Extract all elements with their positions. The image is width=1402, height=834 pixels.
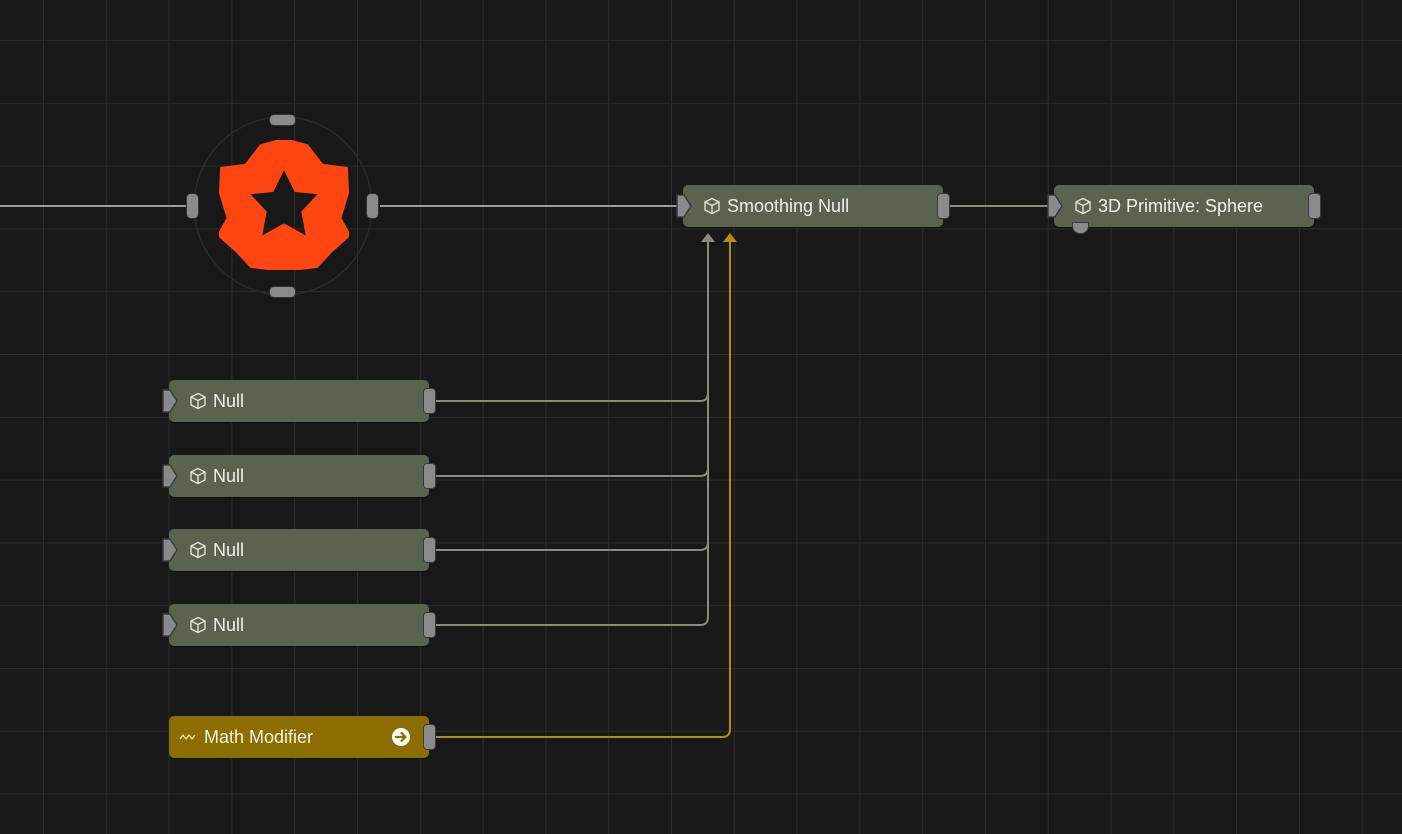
input-port[interactable] [161, 463, 179, 489]
wire-null-2 [436, 240, 709, 477]
logo-top-handle[interactable] [269, 114, 296, 126]
logo-output-port[interactable] [366, 193, 379, 219]
input-port[interactable] [1046, 193, 1064, 219]
arrow-circle-right-icon[interactable] [391, 727, 411, 747]
output-port[interactable] [1308, 193, 1321, 219]
node-title: Null [213, 466, 245, 486]
logo-input-port[interactable] [186, 193, 199, 219]
input-port[interactable] [161, 612, 179, 638]
output-port[interactable] [423, 388, 436, 414]
wire-null-3 [436, 240, 709, 551]
node-title: Null [213, 540, 245, 560]
output-port[interactable] [937, 193, 950, 219]
smoothing-null-node[interactable]: Smoothing Null [676, 185, 950, 227]
null-arrow-icon [701, 233, 715, 242]
input-port[interactable] [675, 193, 693, 219]
node-title: Math Modifier [204, 727, 314, 747]
wire-math-modifier [436, 240, 731, 738]
node-title: 3D Primitive: Sphere [1098, 196, 1264, 216]
logo-gizmo[interactable] [186, 114, 379, 298]
null-node-1[interactable]: Null [162, 380, 436, 422]
wire-null-4 [436, 240, 709, 626]
sphere-node[interactable]: 3D Primitive: Sphere [1047, 185, 1321, 234]
input-port[interactable] [161, 388, 179, 414]
null-node-3[interactable]: Null [162, 529, 436, 571]
output-port[interactable] [423, 724, 436, 750]
cube-icon [190, 541, 206, 559]
logo-bottom-handle[interactable] [269, 286, 296, 298]
node-title: Null [213, 391, 245, 411]
null-node-2[interactable]: Null [162, 455, 436, 497]
node-title: Null [213, 615, 245, 635]
output-port[interactable] [423, 612, 436, 638]
modifier-port[interactable] [1072, 222, 1089, 234]
cube-icon [190, 467, 206, 485]
wire-null-1 [436, 240, 709, 402]
node-title: Smoothing Null [727, 196, 850, 216]
cube-icon [704, 197, 720, 215]
cube-icon [190, 616, 206, 634]
gear-star-logo [219, 140, 349, 270]
modifier-arrow-icon [723, 233, 737, 242]
output-port[interactable] [423, 463, 436, 489]
wave-icon [179, 734, 196, 740]
cube-icon [190, 392, 206, 410]
null-node-4[interactable]: Null [162, 604, 436, 646]
input-port[interactable] [161, 537, 179, 563]
output-port[interactable] [423, 537, 436, 563]
cube-icon [1075, 197, 1091, 215]
math-modifier-node[interactable]: Math Modifier [169, 716, 436, 758]
